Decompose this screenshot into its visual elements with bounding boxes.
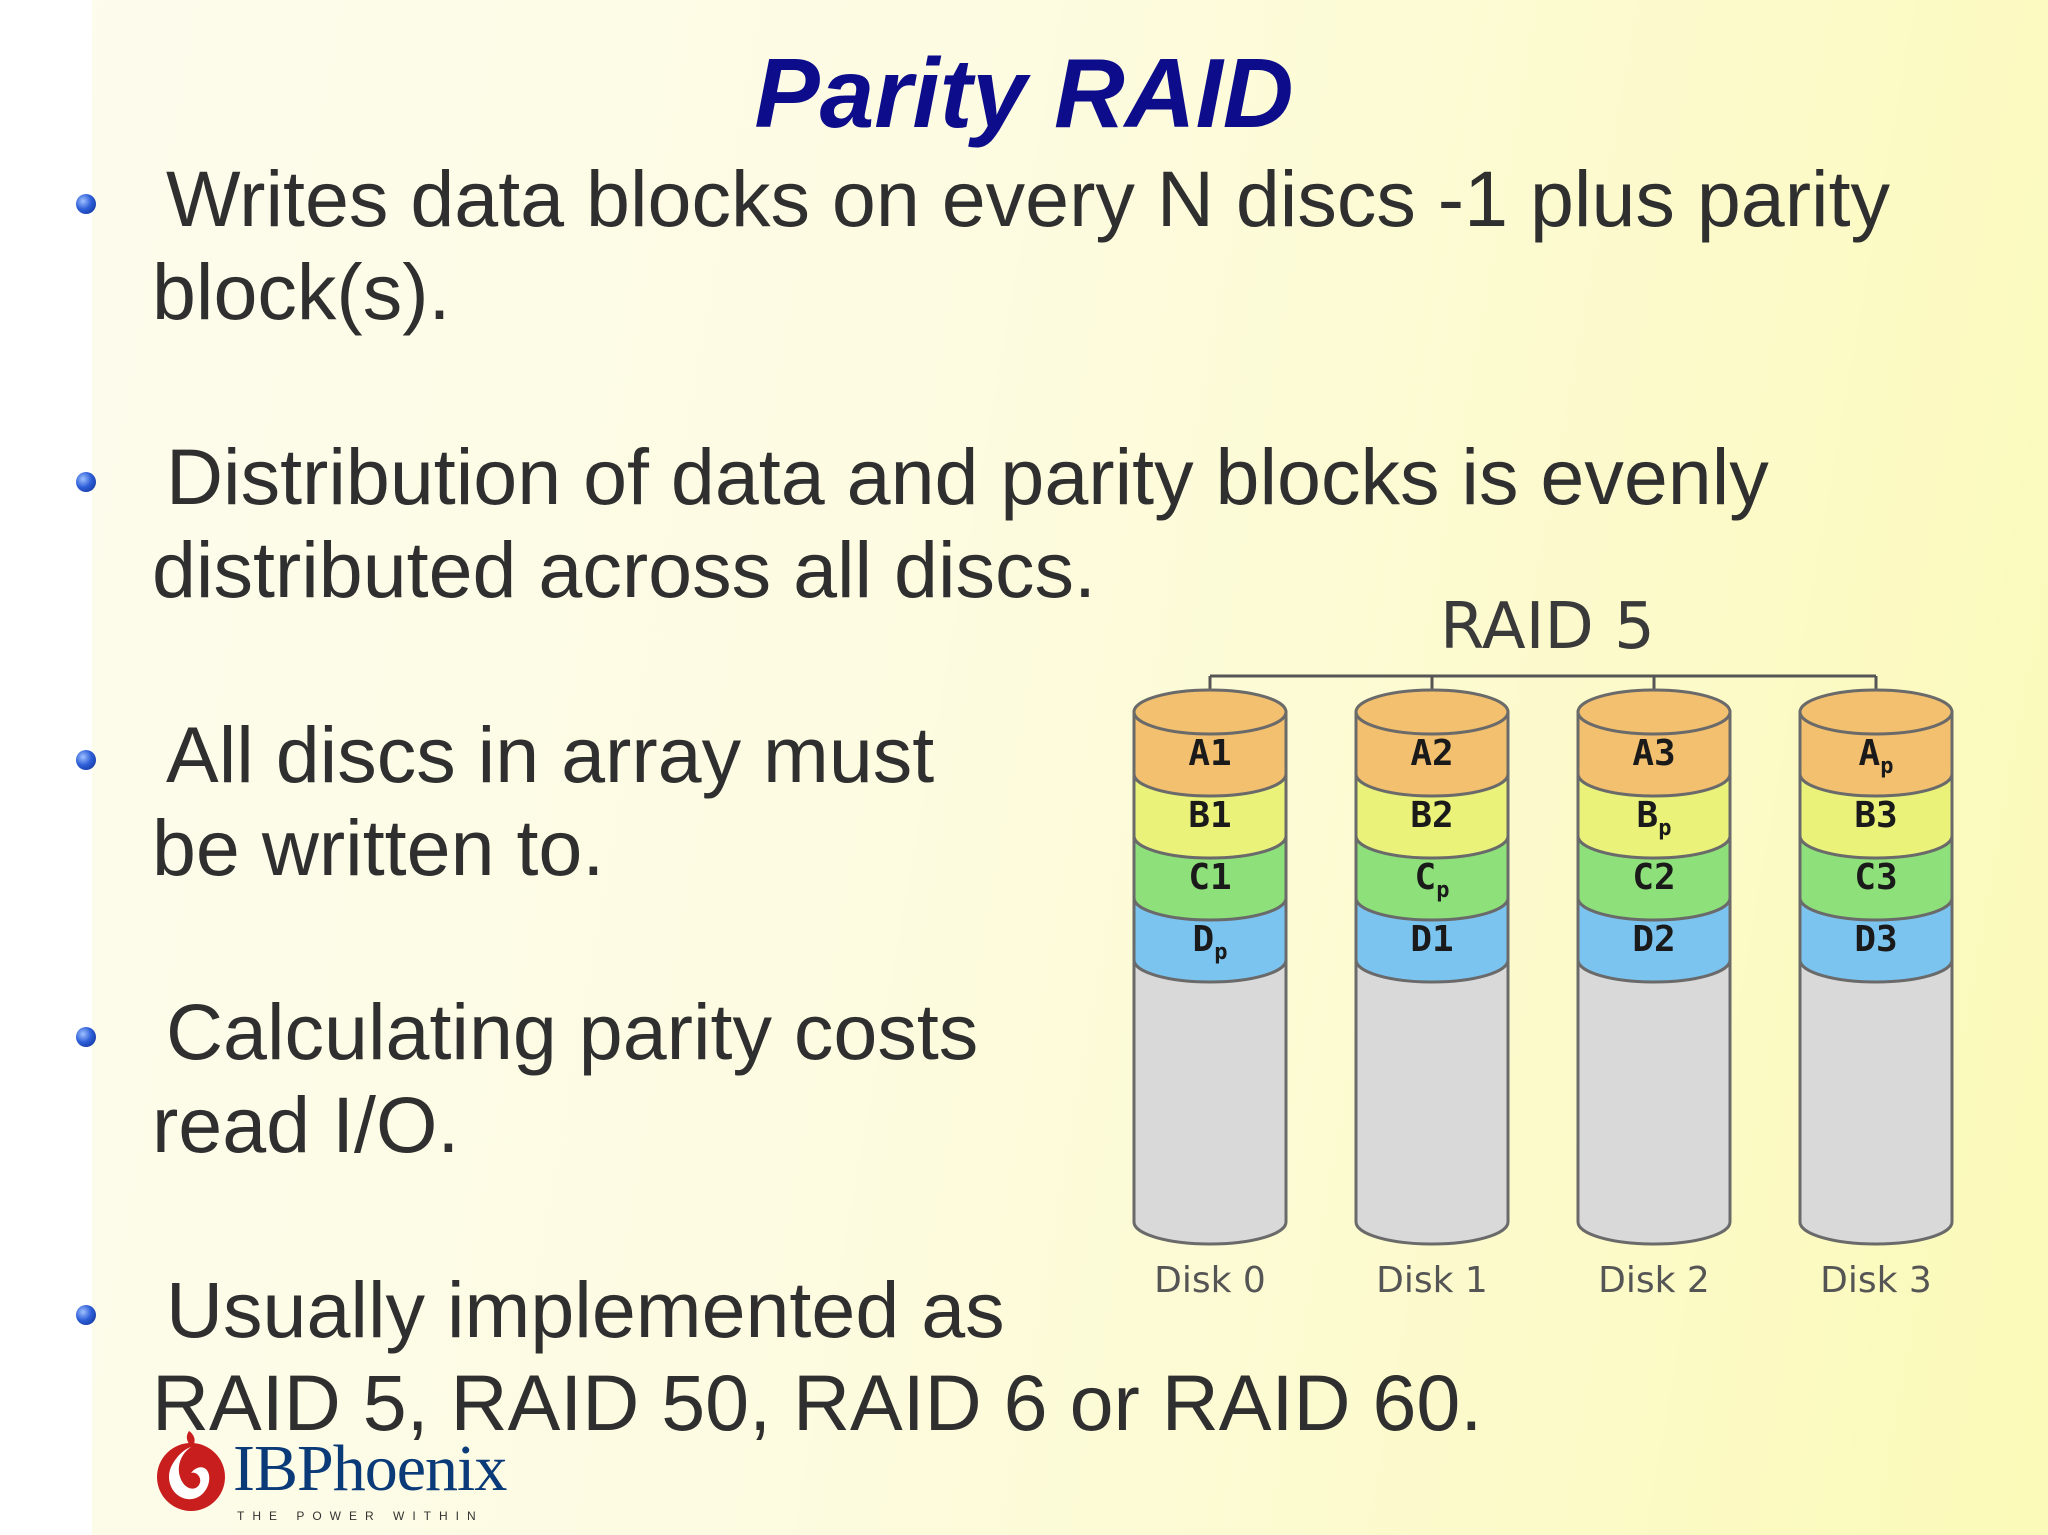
disk-block-c3 [1798,834,1954,922]
disk-label: Disk 3 [1820,1260,1932,1301]
bullet-text-line1: Writes data blocks on every N discs -1 p… [166,154,1891,243]
disk-block-b3 [1798,772,1954,860]
disk-block-a2 [1354,710,1510,798]
phoenix-logo-icon [157,1431,225,1511]
disk-body [1798,958,1954,1246]
disk-top-cap [1132,688,1288,736]
bullet-text-line1: Usually implemented as [166,1265,1005,1354]
disk-block-label: A2 [1410,733,1453,774]
ibphoenix-logo: IBPhoenix THE POWER WITHIN [147,1425,512,1535]
bullet-text-line1: All discs in array must [166,710,935,799]
left-margin-band [0,0,92,1535]
disk-block-label: B2 [1410,795,1453,836]
disk-block-c1 [1132,834,1288,922]
disk-top-cap [1354,688,1510,736]
disk-block-d2 [1576,896,1732,984]
disk-top-cap [1798,688,1954,736]
logo-tagline: THE POWER WITHIN [237,1509,484,1523]
disk-block-b2 [1354,772,1510,860]
disk-block-label: A3 [1632,733,1675,774]
bullet-text-line2: read I/O. [152,1080,460,1169]
disk-block-label: D1 [1410,919,1453,960]
logo-wordmark: IBPhoenix [233,1432,507,1505]
disk-block-ap [1798,710,1954,798]
disk-block-label: B1 [1188,795,1231,836]
bullet-text-line2: RAID 5, RAID 50, RAID 6 or RAID 60. [152,1358,1483,1447]
bullet-text-line2: be written to. [152,803,605,892]
disk-block-label: D2 [1632,919,1675,960]
bullet-text-line2: block(s). [152,247,451,336]
bullet-dot-icon [76,1027,96,1047]
disk-block-a1 [1132,710,1288,798]
disk-body [1132,958,1288,1246]
disk-block-b1 [1132,772,1288,860]
disk-body [1576,958,1732,1246]
bullet-text-line2: distributed across all discs. [152,525,1096,614]
bullet-dot-icon [76,472,96,492]
disk-block-label: A1 [1188,733,1231,774]
bullet-dot-icon [76,750,96,770]
disk-block-label: B3 [1854,795,1897,836]
bullet-text-line1: Distribution of data and parity blocks i… [166,432,1769,521]
disk-block-label: Ap [1859,733,1894,779]
bullet-dot-icon [76,194,96,214]
bullet-dot-icon [76,1305,96,1325]
disk-block-dp [1132,896,1288,984]
disk-block-label: D3 [1854,919,1897,960]
disk-label: Disk 2 [1598,1260,1710,1301]
disk-label: Disk 1 [1376,1260,1488,1301]
disk-block-cp [1354,834,1510,922]
disk-top-cap [1576,688,1732,736]
disk-body [1354,958,1510,1246]
disk-block-d1 [1354,896,1510,984]
disk-block-label: C3 [1854,857,1897,898]
disk-block-label: C1 [1188,857,1231,898]
disk-label: Disk 0 [1154,1260,1266,1301]
slide-title: Parity RAID [754,38,1294,148]
bullet-text-line1: Calculating parity costs [166,987,979,1076]
disk-block-a3 [1576,710,1732,798]
disk-block-label: C2 [1632,857,1675,898]
raid-diagram-title: RAID 5 [1440,590,1655,664]
disk-block-bp [1576,772,1732,860]
disk-block-c2 [1576,834,1732,922]
disk-block-d3 [1798,896,1954,984]
